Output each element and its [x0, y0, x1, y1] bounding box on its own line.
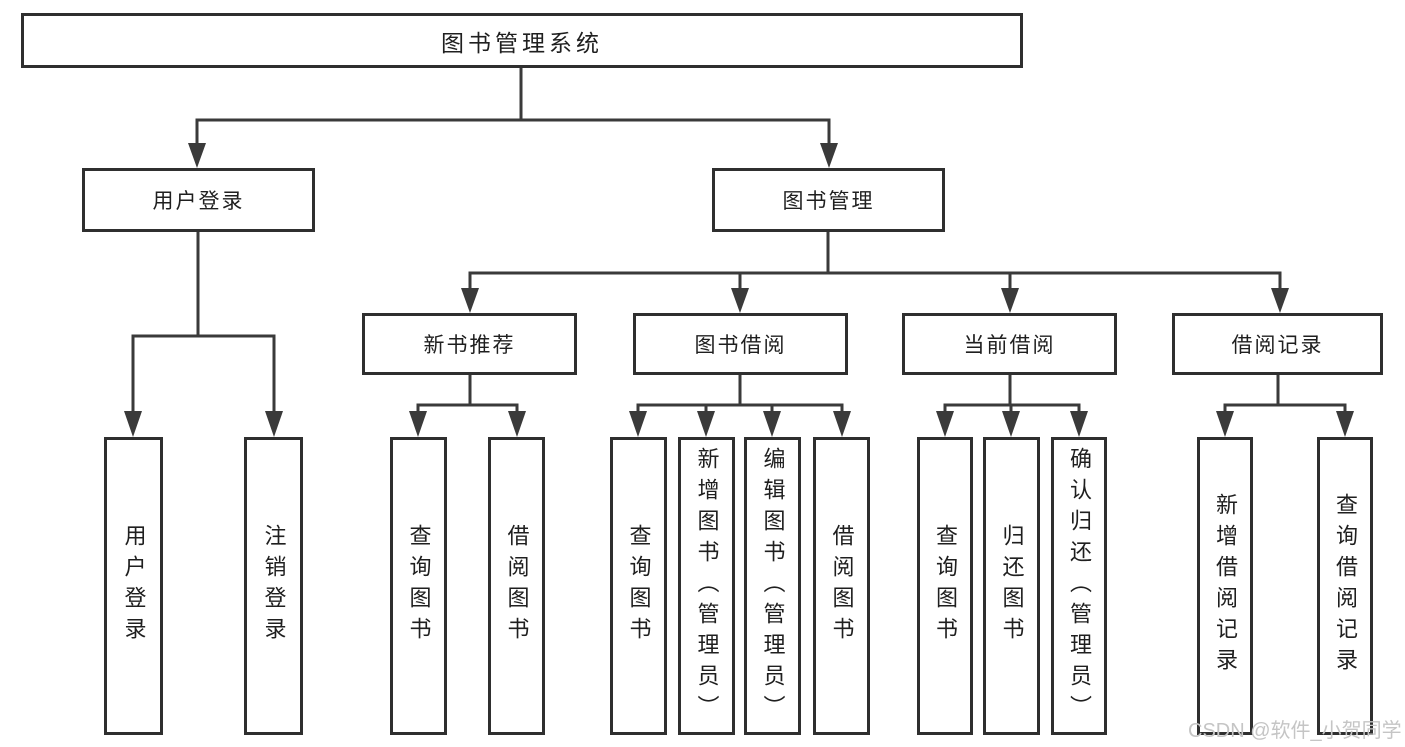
- connector-user-login-branch: [131, 232, 276, 412]
- node-borrow-records: 借阅记录: [1172, 313, 1383, 375]
- leaf-logout-login-label: 注销登录: [261, 524, 287, 648]
- arrow-down-icon: [1001, 288, 1019, 313]
- connector-book-management-branch: [468, 232, 1282, 289]
- node-user-login: 用户登录: [82, 168, 315, 232]
- arrow-down-icon: [1216, 411, 1234, 437]
- arrow-down-icon: [833, 411, 851, 437]
- leaf-borrow-book-label: 借阅图书: [829, 524, 855, 648]
- node-borrow-records-label: 借阅记录: [1231, 334, 1324, 357]
- leaf-logout-login: 注销登录: [244, 437, 303, 735]
- leaf-edit-book-admin: 编辑图书（管理员）: [744, 437, 801, 735]
- arrow-down-icon: [697, 411, 715, 437]
- arrowheads: [124, 143, 1354, 437]
- connector-current-borrow-branch: [943, 375, 1081, 413]
- leaf-add-borrow-record-label: 新增借阅记录: [1213, 493, 1238, 679]
- leaf-query-book-current-label: 查询图书: [933, 524, 958, 648]
- connector-book-borrow-branch: [636, 375, 844, 413]
- leaf-query-borrow-record: 查询借阅记录: [1317, 437, 1373, 735]
- leaf-query-book-recommend: 查询图书: [390, 437, 447, 735]
- leaf-confirm-return-admin-label: 确认归还（管理员）: [1067, 446, 1092, 726]
- arrow-down-icon: [508, 411, 526, 437]
- leaf-return-book-label: 归还图书: [999, 524, 1025, 648]
- leaf-borrow-book-recommend-label: 借阅图书: [504, 524, 530, 648]
- node-new-book-recommend: 新书推荐: [362, 313, 577, 375]
- leaf-query-borrow-record-label: 查询借阅记录: [1333, 493, 1358, 679]
- node-current-borrow-label: 当前借阅: [963, 334, 1056, 357]
- leaf-return-book: 归还图书: [983, 437, 1040, 735]
- leaf-user-login-label: 用户登录: [121, 524, 147, 648]
- arrow-down-icon: [124, 411, 142, 437]
- arrow-down-icon: [763, 411, 781, 437]
- node-book-borrow: 图书借阅: [633, 313, 848, 375]
- connector-new-book-branch: [416, 375, 519, 413]
- arrow-down-icon: [1336, 411, 1354, 437]
- leaf-borrow-book-recommend: 借阅图书: [488, 437, 545, 735]
- leaf-borrow-book: 借阅图书: [813, 437, 870, 735]
- leaf-add-book-admin: 新增图书（管理员）: [678, 437, 735, 735]
- node-current-borrow: 当前借阅: [902, 313, 1117, 375]
- node-root-label: 图书管理系统: [441, 29, 603, 56]
- node-book-borrow-label: 图书借阅: [694, 334, 787, 357]
- arrow-down-icon: [1070, 411, 1088, 437]
- leaf-query-book-current: 查询图书: [917, 437, 973, 735]
- node-root: 图书管理系统: [21, 13, 1023, 68]
- leaf-query-book-recommend-label: 查询图书: [406, 524, 432, 648]
- leaf-add-borrow-record: 新增借阅记录: [1197, 437, 1253, 735]
- node-new-book-recommend-label: 新书推荐: [423, 334, 516, 357]
- leaf-add-book-admin-label: 新增图书（管理员）: [694, 446, 720, 726]
- arrow-down-icon: [409, 411, 427, 437]
- arrow-down-icon: [820, 143, 838, 168]
- connector-root-to-level2: [195, 68, 831, 144]
- arrow-down-icon: [629, 411, 647, 437]
- leaf-confirm-return-admin: 确认归还（管理员）: [1051, 437, 1107, 735]
- node-book-management-label: 图书管理: [782, 190, 875, 213]
- node-book-management: 图书管理: [712, 168, 945, 232]
- leaf-edit-book-admin-label: 编辑图书（管理员）: [760, 446, 786, 726]
- leaf-user-login: 用户登录: [104, 437, 163, 735]
- leaf-query-book-borrow: 查询图书: [610, 437, 667, 735]
- node-user-login-label: 用户登录: [152, 190, 245, 213]
- leaf-query-book-borrow-label: 查询图书: [626, 524, 652, 648]
- arrow-down-icon: [731, 288, 749, 313]
- arrow-down-icon: [936, 411, 954, 437]
- arrow-down-icon: [188, 143, 206, 168]
- connector-borrow-records-branch: [1223, 375, 1347, 413]
- arrow-down-icon: [265, 411, 283, 437]
- arrow-down-icon: [461, 288, 479, 313]
- arrow-down-icon: [1002, 411, 1020, 437]
- arrow-down-icon: [1271, 288, 1289, 313]
- watermark: CSDN @软件_小贺同学: [1188, 720, 1402, 742]
